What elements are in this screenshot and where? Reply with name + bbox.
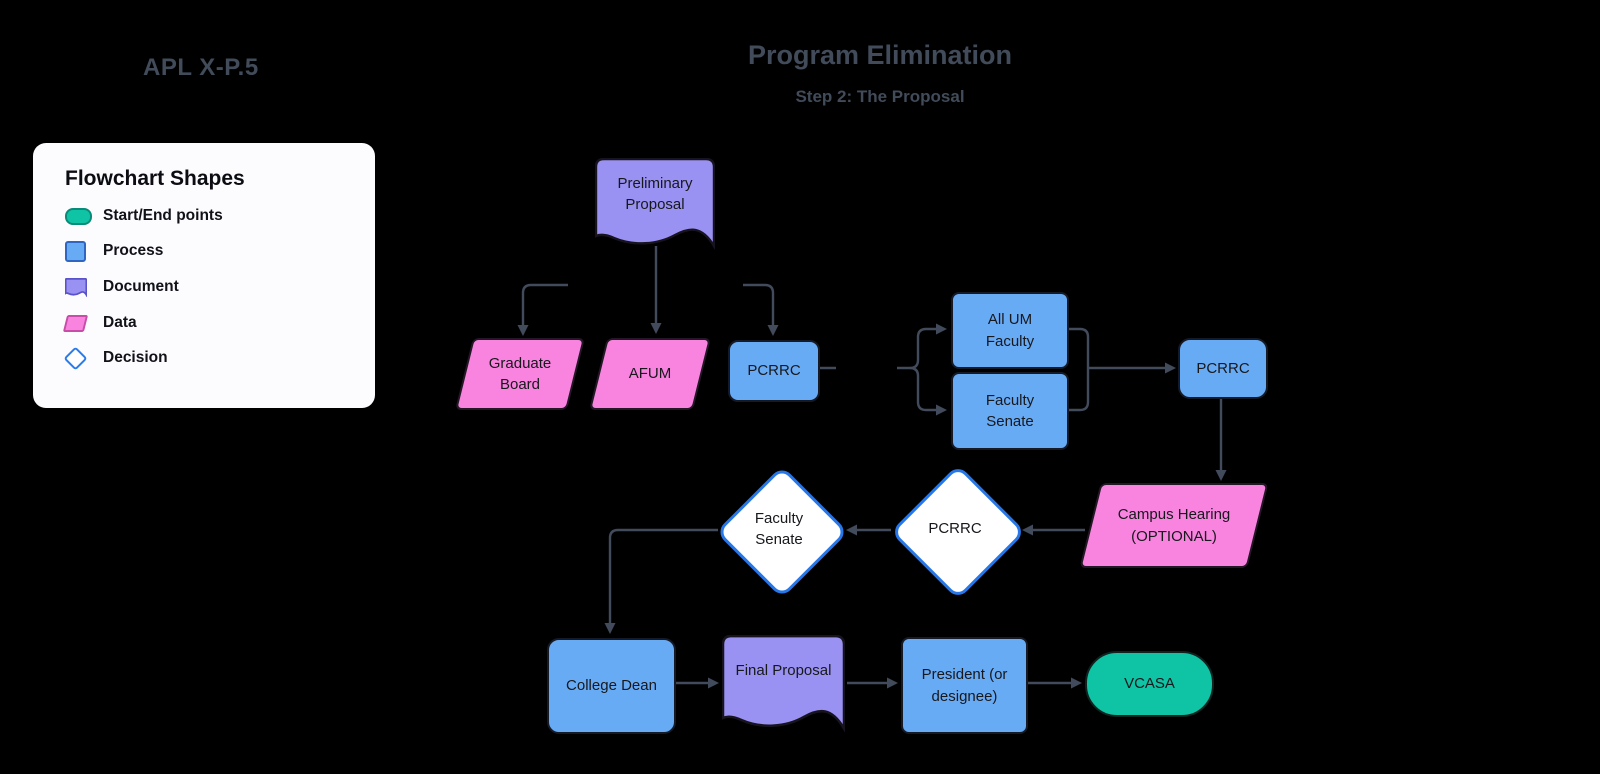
node-faculty-senate-decision: Faculty Senate xyxy=(715,465,849,599)
node-pcrrc-decision: PCRRC xyxy=(890,464,1026,600)
legend-item-start-end: Start/End points xyxy=(65,204,223,228)
legend-item-label: Data xyxy=(103,314,137,331)
document-shape xyxy=(595,158,715,250)
terminator-icon xyxy=(65,207,92,225)
node-all-um-faculty: All UM Faculty xyxy=(951,292,1069,369)
legend-item-label: Process xyxy=(103,242,164,259)
node-pcrrc-review-2: PCRRC xyxy=(1178,338,1268,399)
node-pcrrc-review-1: PCRRC xyxy=(728,340,820,402)
node-graduate-board: Graduate Board xyxy=(455,338,585,410)
legend-item-label: Document xyxy=(103,278,179,295)
node-preliminary-proposal: Preliminary Proposal xyxy=(595,158,715,253)
legend-panel: Flowchart Shapes Start/End points Proces… xyxy=(33,143,375,408)
node-campus-hearing: Campus Hearing (OPTIONAL) xyxy=(1079,483,1269,568)
node-faculty-senate-review: Faculty Senate xyxy=(951,372,1069,450)
page-title: Program Elimination xyxy=(747,40,1013,70)
legend-title: Flowchart Shapes xyxy=(65,167,245,190)
doc-code: APL X-P.5 xyxy=(143,54,259,81)
legend-item-data: Data xyxy=(62,311,137,335)
node-afum: AFUM xyxy=(589,338,711,410)
legend-item-document: Document xyxy=(65,275,179,299)
legend-item-label: Decision xyxy=(103,349,168,366)
node-vcasa: VCASA xyxy=(1085,651,1214,717)
legend-item-label: Start/End points xyxy=(103,207,223,224)
document-shape xyxy=(722,635,845,733)
legend-item-decision: Decision xyxy=(63,345,168,371)
node-final-proposal: Final Proposal xyxy=(722,635,845,736)
document-icon xyxy=(65,277,87,297)
node-president: President (or designee) xyxy=(901,637,1028,734)
node-college-dean: College Dean xyxy=(547,638,676,734)
legend-item-process: Process xyxy=(65,239,163,263)
page-subtitle: Step 2: The Proposal xyxy=(795,87,965,106)
process-icon xyxy=(65,240,86,262)
